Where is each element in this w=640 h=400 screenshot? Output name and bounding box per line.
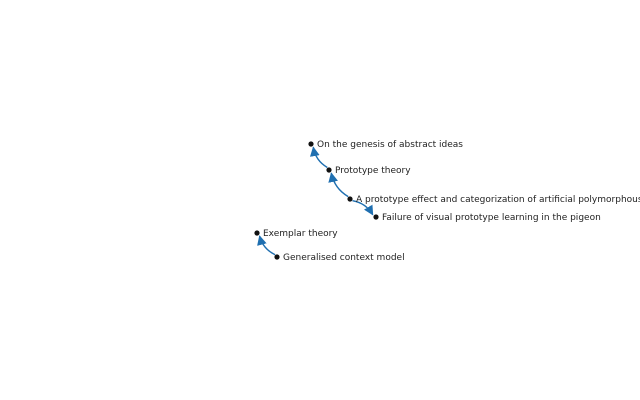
node-failure-of-visual-prototype-learning[interactable]: Failure of visual prototype learning in … (373, 213, 601, 223)
node-label: Generalised context model (283, 253, 405, 263)
node-label: On the genesis of abstract ideas (317, 140, 463, 150)
node-exemplar-theory[interactable]: Exemplar theory (254, 229, 338, 239)
node-prototype-theory[interactable]: Prototype theory (326, 166, 411, 176)
node-dot[interactable] (274, 254, 280, 260)
edge-n3-to-n2 (328, 172, 349, 198)
node-on-the-genesis-of-abstract-ideas[interactable]: On the genesis of abstract ideas (308, 140, 463, 150)
node-label: A prototype effect and categorization of… (356, 195, 640, 205)
edge-n3-to-n4 (352, 200, 374, 216)
node-prototype-effect-artificial-stimuli[interactable]: A prototype effect and categorization of… (347, 195, 640, 205)
node-dot[interactable] (308, 141, 314, 147)
node-generalised-context-model[interactable]: Generalised context model (274, 253, 405, 263)
edge-n2-to-n1 (309, 146, 328, 169)
node-dot[interactable] (254, 230, 260, 236)
node-label: Exemplar theory (263, 229, 338, 239)
node-dot[interactable] (347, 196, 353, 202)
node-dot[interactable] (326, 167, 332, 173)
edge-n6-to-n5 (257, 235, 276, 256)
edge-layer (257, 146, 374, 256)
node-label: Failure of visual prototype learning in … (382, 213, 601, 223)
node-dot[interactable] (373, 214, 379, 220)
node-layer: On the genesis of abstract ideas Prototy… (254, 140, 640, 263)
node-label: Prototype theory (335, 166, 411, 176)
